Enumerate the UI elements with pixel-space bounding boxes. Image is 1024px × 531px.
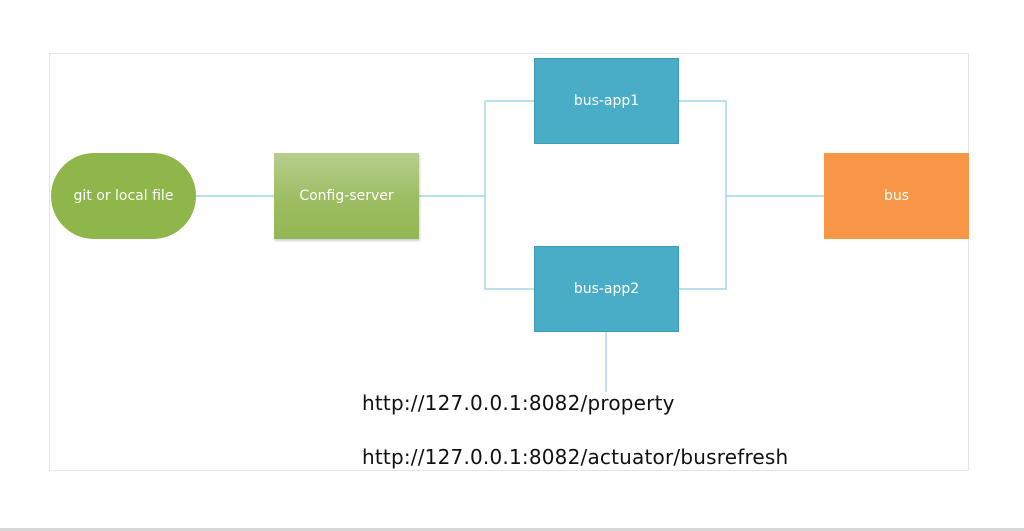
diagram-frame bbox=[49, 53, 969, 471]
node-config-server: Config-server bbox=[274, 153, 419, 239]
node-bus: bus bbox=[824, 153, 969, 239]
node-label: Config-server bbox=[299, 188, 394, 204]
bottom-divider bbox=[0, 528, 1024, 531]
node-label: bus-app1 bbox=[573, 93, 640, 109]
edge-app2-to-merge bbox=[679, 196, 727, 290]
node-label: bus-app2 bbox=[573, 281, 640, 297]
edge-split-to-app2 bbox=[484, 196, 534, 290]
endpoint-property-url: http://127.0.0.1:8082/property bbox=[362, 391, 675, 415]
node-bus-app2: bus-app2 bbox=[534, 246, 679, 332]
node-label: git or local file bbox=[73, 188, 174, 204]
edge-split-to-app1 bbox=[484, 100, 534, 196]
node-bus-app1: bus-app1 bbox=[534, 58, 679, 144]
node-label: bus bbox=[883, 188, 910, 204]
edge-app1-to-merge bbox=[679, 100, 727, 196]
endpoint-busrefresh-url: http://127.0.0.1:8082/actuator/busrefres… bbox=[362, 445, 789, 469]
node-git-or-local-file: git or local file bbox=[51, 153, 196, 239]
